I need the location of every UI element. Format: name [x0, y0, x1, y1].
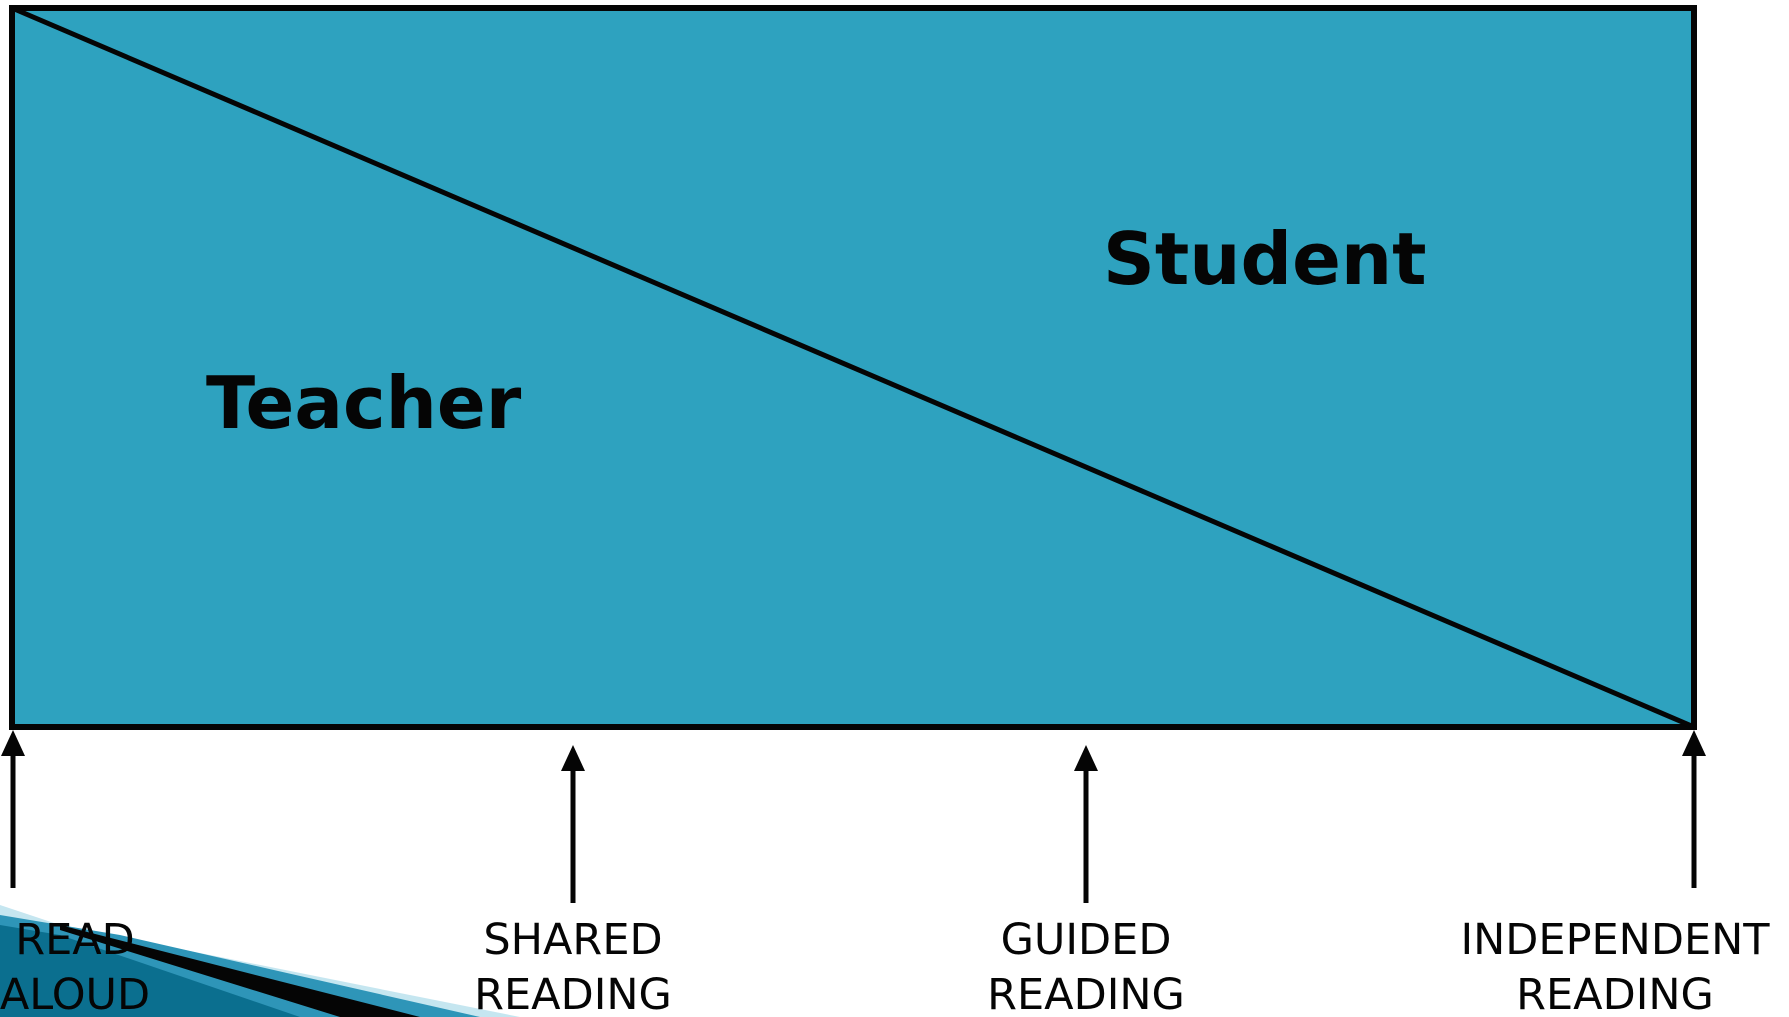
stage-label-read-aloud: READ ALOUD — [0, 913, 265, 1017]
stage-label-line2: READING — [1516, 970, 1714, 1017]
stage-label-line1: READ — [15, 915, 135, 965]
stage-label-line1: GUIDED — [1000, 915, 1172, 965]
stage-label-guided-reading: GUIDED READING — [896, 913, 1276, 1017]
stage-label-line2: READING — [987, 970, 1185, 1017]
arrow-read-aloud — [1, 730, 25, 888]
student-label: Student — [1103, 217, 1427, 301]
stage-label-shared-reading: SHARED READING — [383, 913, 763, 1017]
teacher-label: Teacher — [206, 361, 522, 445]
stage-label-line2: ALOUD — [0, 970, 151, 1017]
arrow-guided-reading — [1074, 745, 1098, 903]
arrow-shared-reading — [561, 745, 585, 903]
responsibility-diagonal — [11, 5, 1695, 730]
stage-label-independent-reading: INDEPENDENT READING — [1425, 913, 1789, 1017]
arrow-independent-reading — [1682, 730, 1706, 888]
corner-decoration — [0, 905, 520, 1017]
stage-label-line1: INDEPENDENT — [1460, 915, 1770, 965]
stage-label-line2: READING — [474, 970, 672, 1017]
stage-label-line1: SHARED — [483, 915, 663, 965]
